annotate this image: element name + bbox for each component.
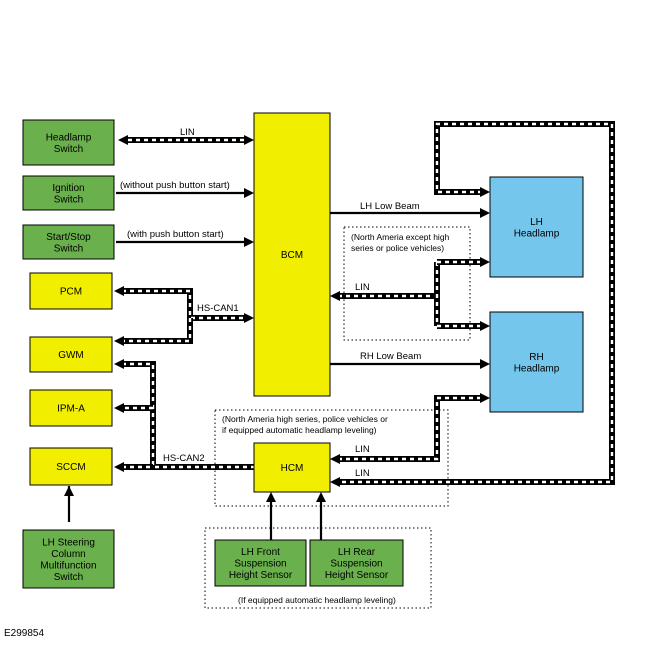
pcm-box-shape xyxy=(29,272,113,310)
ignition-switch-box-label-line-2: Switch xyxy=(54,194,83,205)
lh-rear-height-sensor-box-label-line-1: LH Rear xyxy=(338,547,376,558)
hs-can1-label: HS-CAN1 xyxy=(197,303,239,314)
note-na-except-high-line1: (North Ameria except high xyxy=(351,232,450,242)
note-na-except-high-line2: series or police vehicles) xyxy=(351,243,444,253)
hcm-box-label-line-1: HCM xyxy=(281,463,304,474)
rh-headlamp-box-label-line-2: Headlamp xyxy=(514,363,560,374)
note-na-high-series-line1: (North Ameria high series, police vehicl… xyxy=(222,414,388,424)
pcm-box: PCM xyxy=(29,272,113,310)
lh-headlamp-box-shape xyxy=(489,176,584,278)
bus-wires xyxy=(122,121,615,485)
lh-rear-height-sensor-box-label-line-3: Height Sensor xyxy=(325,570,389,581)
lh-front-height-sensor-box-shape xyxy=(214,539,307,587)
region-na-high-series-frame xyxy=(214,409,449,507)
bcm-box-shape xyxy=(253,112,331,397)
bcm-box-label-line-1: BCM xyxy=(281,250,303,261)
without-push-button-label: (without push button start) xyxy=(120,180,230,191)
pcm-box-label-line-1: PCM xyxy=(60,287,82,298)
hcm-box: HCM xyxy=(253,442,331,493)
lh-low-beam-label: LH Low Beam xyxy=(360,201,420,212)
rh-low-beam-label: RH Low Beam xyxy=(360,351,421,362)
lh-rear-height-sensor-box-label-line-2: Suspension xyxy=(330,559,382,570)
lh-steering-column-switch-box-shape xyxy=(22,529,115,589)
lh-steering-column-switch-box-label-line-2: Column xyxy=(51,549,85,560)
lh-front-height-sensor-box-label-line-1: LH Front xyxy=(241,547,280,558)
ignition-switch-box-label-line-1: Ignition xyxy=(52,183,84,194)
note-na-high-series-line2: if equipped automatic headlamp leveling) xyxy=(222,425,377,435)
lh-front-height-sensor-box-label-line-3: Height Sensor xyxy=(229,570,293,581)
hs-can2-label: HS-CAN2 xyxy=(163,453,205,464)
sccm-box-label-line-1: SCCM xyxy=(56,462,85,473)
region-na-except-high-frame xyxy=(343,226,471,341)
hcm-box-shape xyxy=(253,442,331,493)
headlamp-switch-box-shape xyxy=(22,119,115,166)
lh-headlamp-box-label-line-2: Headlamp xyxy=(514,228,560,239)
ipm-a-box-label-line-1: IPM-A xyxy=(57,404,85,415)
lin-label-bcm-headlamps: LIN xyxy=(355,282,370,293)
gwm-box: GWM xyxy=(29,336,113,373)
figure-id: E299854 xyxy=(4,628,45,639)
lh-rear-height-sensor-box-shape xyxy=(309,539,404,587)
signal-wires xyxy=(67,191,482,540)
sccm-box-shape xyxy=(29,447,113,486)
gwm-box-shape xyxy=(29,336,113,373)
bcm-box: BCM xyxy=(253,112,331,397)
ipm-a-box-shape xyxy=(29,389,113,427)
ignition-switch-box-shape xyxy=(22,175,115,211)
region-automatic-leveling-frame xyxy=(204,527,432,609)
lh-steering-column-switch-box-label-line-4: Switch xyxy=(54,572,83,583)
ipm-a-box: IPM-A xyxy=(29,389,113,427)
lh-steering-column-switch-box-label-line-1: LH Steering xyxy=(42,537,95,548)
start-stop-switch-box-label-line-1: Start/Stop xyxy=(46,232,91,243)
start-stop-switch-box-label-line-2: Switch xyxy=(54,243,83,254)
lin-label-hcm-headlamp: LIN xyxy=(355,444,370,455)
lin-label-headlamp-switch: LIN xyxy=(180,127,195,138)
lin-label-hcm-loop: LIN xyxy=(355,468,370,479)
lh-front-height-sensor-box-label-line-2: Suspension xyxy=(234,559,286,570)
lh-headlamp-box-label-line-1: LH xyxy=(530,217,543,228)
start-stop-switch-box-shape xyxy=(22,224,115,260)
headlamp-switch-box-label-line-1: Headlamp xyxy=(46,132,92,143)
rh-headlamp-box-shape xyxy=(489,311,584,413)
headlamp-switch-box-label-line-2: Switch xyxy=(54,144,83,155)
note-automatic-leveling: (If equipped automatic headlamp leveling… xyxy=(238,595,396,605)
with-push-button-label: (with push button start) xyxy=(127,229,224,240)
gwm-box-label-line-1: GWM xyxy=(58,350,84,361)
sccm-box: SCCM xyxy=(29,447,113,486)
lh-steering-column-switch-box-label-line-3: Multifunction xyxy=(40,560,96,571)
rh-headlamp-box-label-line-1: RH xyxy=(529,352,543,363)
